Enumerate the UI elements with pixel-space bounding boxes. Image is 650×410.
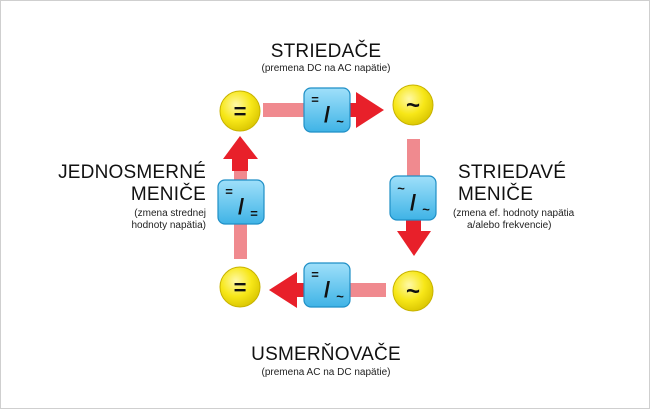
converter-bottom-out: ~: [336, 289, 344, 304]
converter-right-out: ~: [422, 202, 430, 217]
left-note-line-2: hodnoty napätia): [131, 220, 206, 231]
converter-right: [389, 175, 437, 221]
left-note-line-1: (zmena strednej: [134, 208, 206, 219]
converter-left-out: =: [250, 206, 258, 221]
arrow-right-head-stem: [406, 219, 421, 233]
node-bottom-right-symbol: ~: [406, 278, 420, 305]
top-note: (premena DC na AC napätie): [261, 63, 391, 74]
converter-bottom: [303, 262, 351, 308]
arrow-right-head: [397, 231, 431, 256]
converter-left: [217, 179, 265, 225]
bottom-title: USMERŇOVAČE: [251, 344, 401, 365]
converter-top: [303, 87, 351, 133]
converter-bottom-slash: /: [324, 277, 330, 302]
converter-top-in: =: [311, 92, 319, 107]
left-title-line-2: MENIČE: [130, 184, 206, 205]
converter-left-in: =: [225, 184, 233, 199]
converter-top-slash: /: [324, 102, 330, 127]
bottom-note: (premena AC na DC napätie): [261, 367, 391, 378]
right-note-line-2: a/alebo frekvencie): [467, 220, 552, 231]
right-title-line-2: MENIČE: [458, 184, 534, 205]
converter-right-in: ~: [397, 181, 405, 196]
left-title-line-1: JEDNOSMERNÉ: [58, 162, 206, 183]
arrow-left-head-stem: [232, 157, 248, 171]
arrow-top-head: [346, 92, 384, 128]
node-top-right-symbol: ~: [406, 92, 420, 119]
node-bottom-left-symbol: =: [234, 275, 247, 300]
converter-left-slash: /: [238, 194, 244, 219]
right-title-line-1: STRIEDAVÉ: [458, 162, 567, 183]
right-note-line-1: (zmena ef. hodnoty napätia: [453, 208, 575, 219]
node-bottom-left: [219, 266, 261, 308]
top-title: STRIEDAČE: [270, 41, 382, 62]
converter-top-out: ~: [336, 114, 344, 129]
node-top-right: [392, 84, 434, 126]
node-top-left: [219, 90, 261, 132]
converter-bottom-in: =: [311, 267, 319, 282]
node-bottom-right: [392, 270, 434, 312]
node-top-left-symbol: =: [234, 99, 247, 124]
converter-right-slash: /: [410, 190, 416, 215]
arrow-bottom-head: [269, 272, 307, 308]
arrow-left-head: [223, 136, 258, 159]
